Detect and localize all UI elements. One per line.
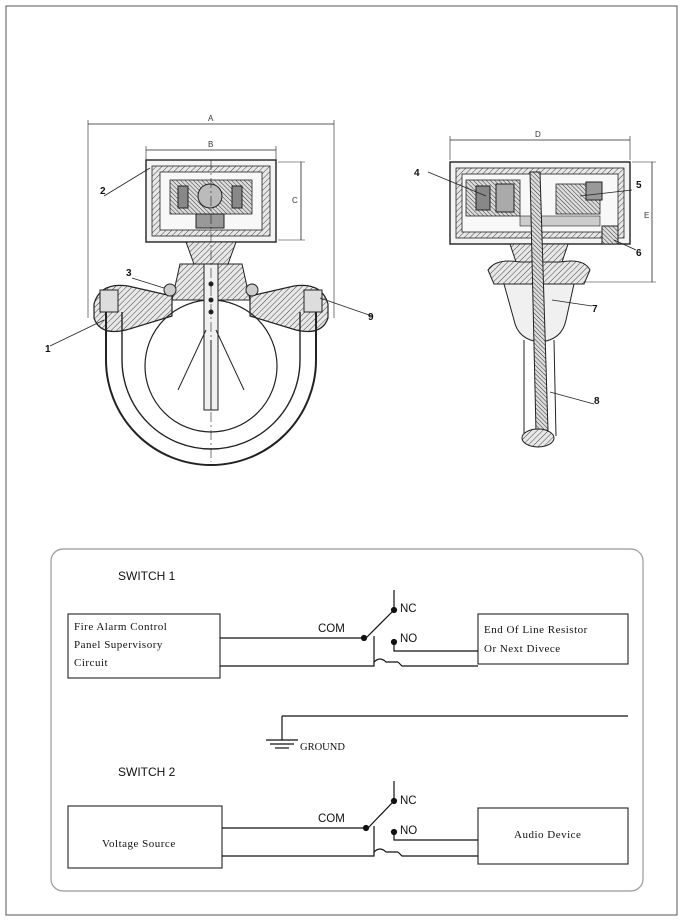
ground-label: GROUND: [300, 742, 345, 753]
dim-label-b: B: [208, 140, 213, 149]
switch-1-title: SWITCH 1: [118, 569, 176, 583]
switch-1-no-label: NO: [400, 633, 417, 645]
dim-label-e: E: [644, 211, 649, 220]
audio-device-label: Audio Device: [514, 829, 581, 841]
page-border: [5, 5, 678, 916]
end-of-line-label-line2: Or Next Divece: [484, 643, 561, 655]
fire-alarm-panel-label-line1: Fire Alarm Control: [74, 621, 167, 633]
fire-alarm-panel-label-line3: Circuit: [74, 657, 108, 669]
switch-1-com-label: COM: [318, 623, 345, 635]
fire-alarm-panel-label-line2: Panel Supervisory: [74, 639, 163, 651]
ground-symbol: [266, 715, 628, 749]
part-number-8: 8: [594, 396, 600, 407]
part-number-5: 5: [636, 180, 642, 191]
dim-label-a: A: [208, 114, 214, 123]
end-of-line-label-line1: End Of Line Resistor: [484, 624, 588, 636]
audio-device-box: [477, 807, 629, 865]
part-number-6: 6: [636, 248, 642, 259]
dim-label-d: D: [535, 130, 541, 139]
part-number-9: 9: [368, 312, 374, 323]
dim-label-c: C: [292, 196, 298, 205]
voltage-source-label: Voltage Source: [102, 838, 176, 850]
switch-1-wiring: [220, 590, 478, 667]
part-number-3: 3: [126, 268, 132, 279]
switch-2-com-label: COM: [318, 813, 345, 825]
switch-2-title: SWITCH 2: [118, 765, 176, 779]
fire-alarm-panel-box: [67, 613, 221, 679]
switch-2-wiring: [222, 781, 478, 857]
side-view-drawing: [427, 136, 656, 448]
voltage-source-box: [67, 805, 223, 869]
part-number-1: 1: [45, 344, 51, 355]
part-number-2: 2: [100, 186, 106, 197]
part-number-4: 4: [414, 168, 420, 179]
end-of-line-resistor-box: [477, 613, 629, 665]
switch-2-nc-label: NC: [400, 795, 417, 807]
switch-2-no-label: NO: [400, 825, 417, 837]
front-view-drawing: [49, 120, 373, 466]
part-number-7: 7: [592, 304, 598, 315]
switch-1-nc-label: NC: [400, 603, 417, 615]
